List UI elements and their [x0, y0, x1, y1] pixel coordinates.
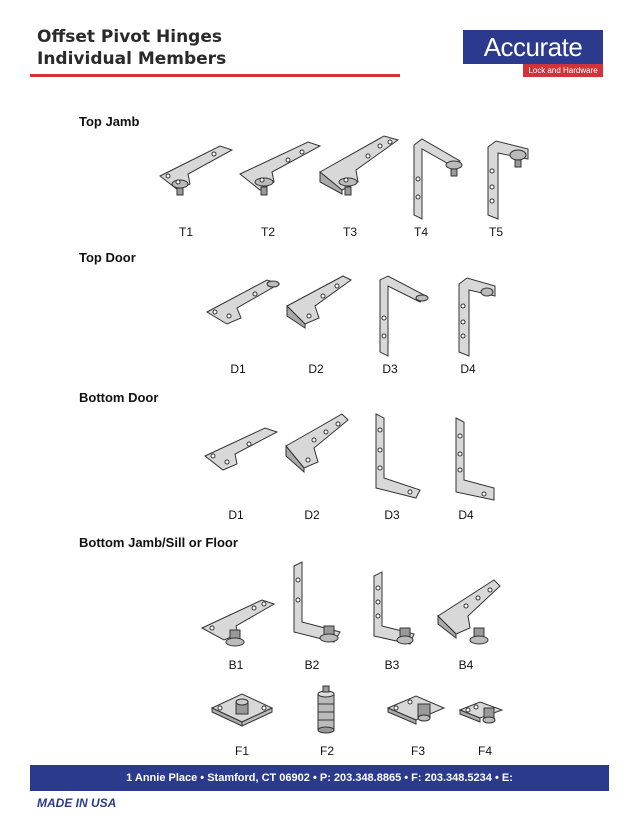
label-bottom-door-d1: D1	[228, 508, 244, 522]
hinge-top-door-d3-drawing	[379, 275, 429, 357]
label-t3: T3	[342, 225, 358, 239]
hinge-t4-drawing	[413, 138, 463, 220]
label-top-door-d1: D1	[230, 362, 246, 376]
section-top-door: Top Door	[79, 250, 136, 265]
section-top-jamb: Top Jamb	[79, 114, 140, 129]
hinge-bottom-door-d3-drawing	[375, 413, 421, 499]
label-bottom-door-d2: D2	[304, 508, 320, 522]
hinge-top-door-d1-drawing	[205, 279, 281, 325]
hinge-b1-drawing	[200, 599, 276, 647]
hinge-bottom-door-d4-drawing	[455, 417, 495, 501]
page-title: Offset Pivot Hinges Individual Members	[37, 26, 226, 70]
label-f1: F1	[234, 744, 250, 758]
accurate-logo: Accurate Lock and Hardware	[463, 30, 603, 78]
label-f2: F2	[319, 744, 335, 758]
footer-email-link[interactable]: sales@accuratelockandhardware.com	[219, 798, 420, 810]
hinge-b2-drawing	[293, 561, 341, 643]
title-rule	[30, 74, 400, 77]
label-b2: B2	[304, 658, 320, 672]
section-bottom-jamb: Bottom Jamb/Sill or Floor	[79, 535, 238, 550]
label-t1: T1	[178, 225, 194, 239]
hinge-f1-drawing	[210, 693, 274, 727]
hinge-b4-drawing	[437, 579, 501, 645]
label-b3: B3	[384, 658, 400, 672]
footer-address: 1 Annie Place • Stamford, CT 06902 • P: …	[126, 772, 513, 784]
section-bottom-door: Bottom Door	[79, 390, 159, 405]
label-t2: T2	[260, 225, 276, 239]
hinge-t2-drawing	[239, 141, 322, 196]
label-bottom-door-d3: D3	[384, 508, 400, 522]
label-top-door-d4: D4	[460, 362, 476, 376]
made-in-usa: MADE IN USA	[37, 796, 117, 810]
contact-footer: 1 Annie Place • Stamford, CT 06902 • P: …	[30, 765, 609, 810]
hinge-b3-drawing	[373, 571, 415, 645]
hinge-t1-drawing	[159, 145, 234, 196]
logo-name: Accurate	[463, 30, 603, 64]
label-top-door-d2: D2	[308, 362, 324, 376]
hinge-f2-drawing	[317, 685, 335, 734]
label-top-door-d3: D3	[382, 362, 398, 376]
label-f3: F3	[410, 744, 426, 758]
title-line-1: Offset Pivot Hinges	[37, 27, 222, 47]
hinge-bottom-door-d2-drawing	[285, 413, 349, 474]
label-f4: F4	[477, 744, 493, 758]
hinge-f4-drawing	[458, 701, 504, 724]
hinge-t5-drawing	[487, 140, 529, 220]
label-b1: B1	[228, 658, 244, 672]
title-line-2: Individual Members	[37, 49, 227, 69]
label-b4: B4	[458, 658, 474, 672]
hinge-f3-drawing	[386, 695, 446, 725]
hinge-t3-drawing	[319, 135, 400, 196]
hinge-top-door-d4-drawing	[458, 277, 496, 357]
logo-tagline: Lock and Hardware	[523, 64, 603, 77]
hinge-bottom-door-d1-drawing	[204, 427, 279, 471]
label-t4: T4	[413, 225, 429, 239]
label-bottom-door-d4: D4	[458, 508, 474, 522]
label-t5: T5	[488, 225, 504, 239]
hinge-top-door-d2-drawing	[286, 275, 352, 329]
